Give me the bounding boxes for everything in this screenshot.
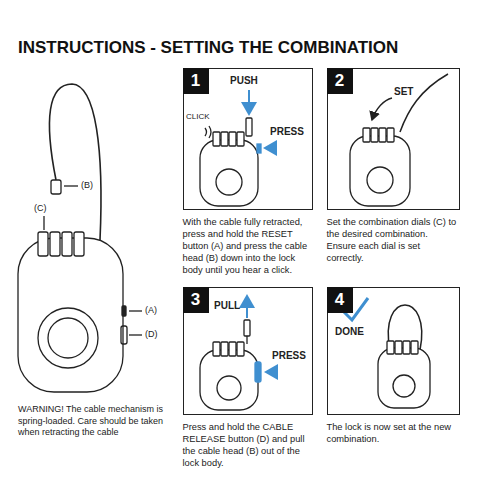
- action-label: PRESS: [272, 350, 306, 361]
- callout-letter: (D): [145, 329, 158, 339]
- step-caption: The lock is now set at the new combinati…: [327, 422, 460, 446]
- step-caption: With the cable fully retracted, press an…: [183, 217, 313, 276]
- action-label: PRESS: [270, 126, 304, 137]
- step-caption: Set the combination dials (C) to the des…: [327, 217, 460, 265]
- step-panel: 4The lock is now set at the new combinat…: [327, 287, 460, 415]
- step-caption: Press and hold the CABLE RELEASE button …: [183, 422, 313, 470]
- warning-note: WARNING! The cable mechanism is spring-l…: [18, 404, 168, 439]
- step-number: 3: [183, 287, 209, 313]
- page-title: INSTRUCTIONS - SETTING THE COMBINATION: [18, 38, 398, 58]
- callout-letter: (C): [34, 203, 47, 213]
- callout-letter: (A): [145, 305, 157, 315]
- step-panel: 1With the cable fully retracted, press a…: [183, 68, 313, 210]
- action-label: PUSH: [230, 75, 258, 86]
- action-label: DONE: [335, 326, 364, 337]
- step-number: 1: [183, 68, 209, 94]
- action-label: PULL: [214, 300, 240, 311]
- step-panel: 2Set the combination dials (C) to the de…: [327, 68, 460, 210]
- callout-letter: (B): [81, 180, 93, 190]
- step-number: 2: [327, 68, 353, 94]
- sound-label: CLICK: [186, 112, 210, 121]
- step-number: 4: [327, 287, 353, 313]
- action-label: SET: [394, 86, 413, 97]
